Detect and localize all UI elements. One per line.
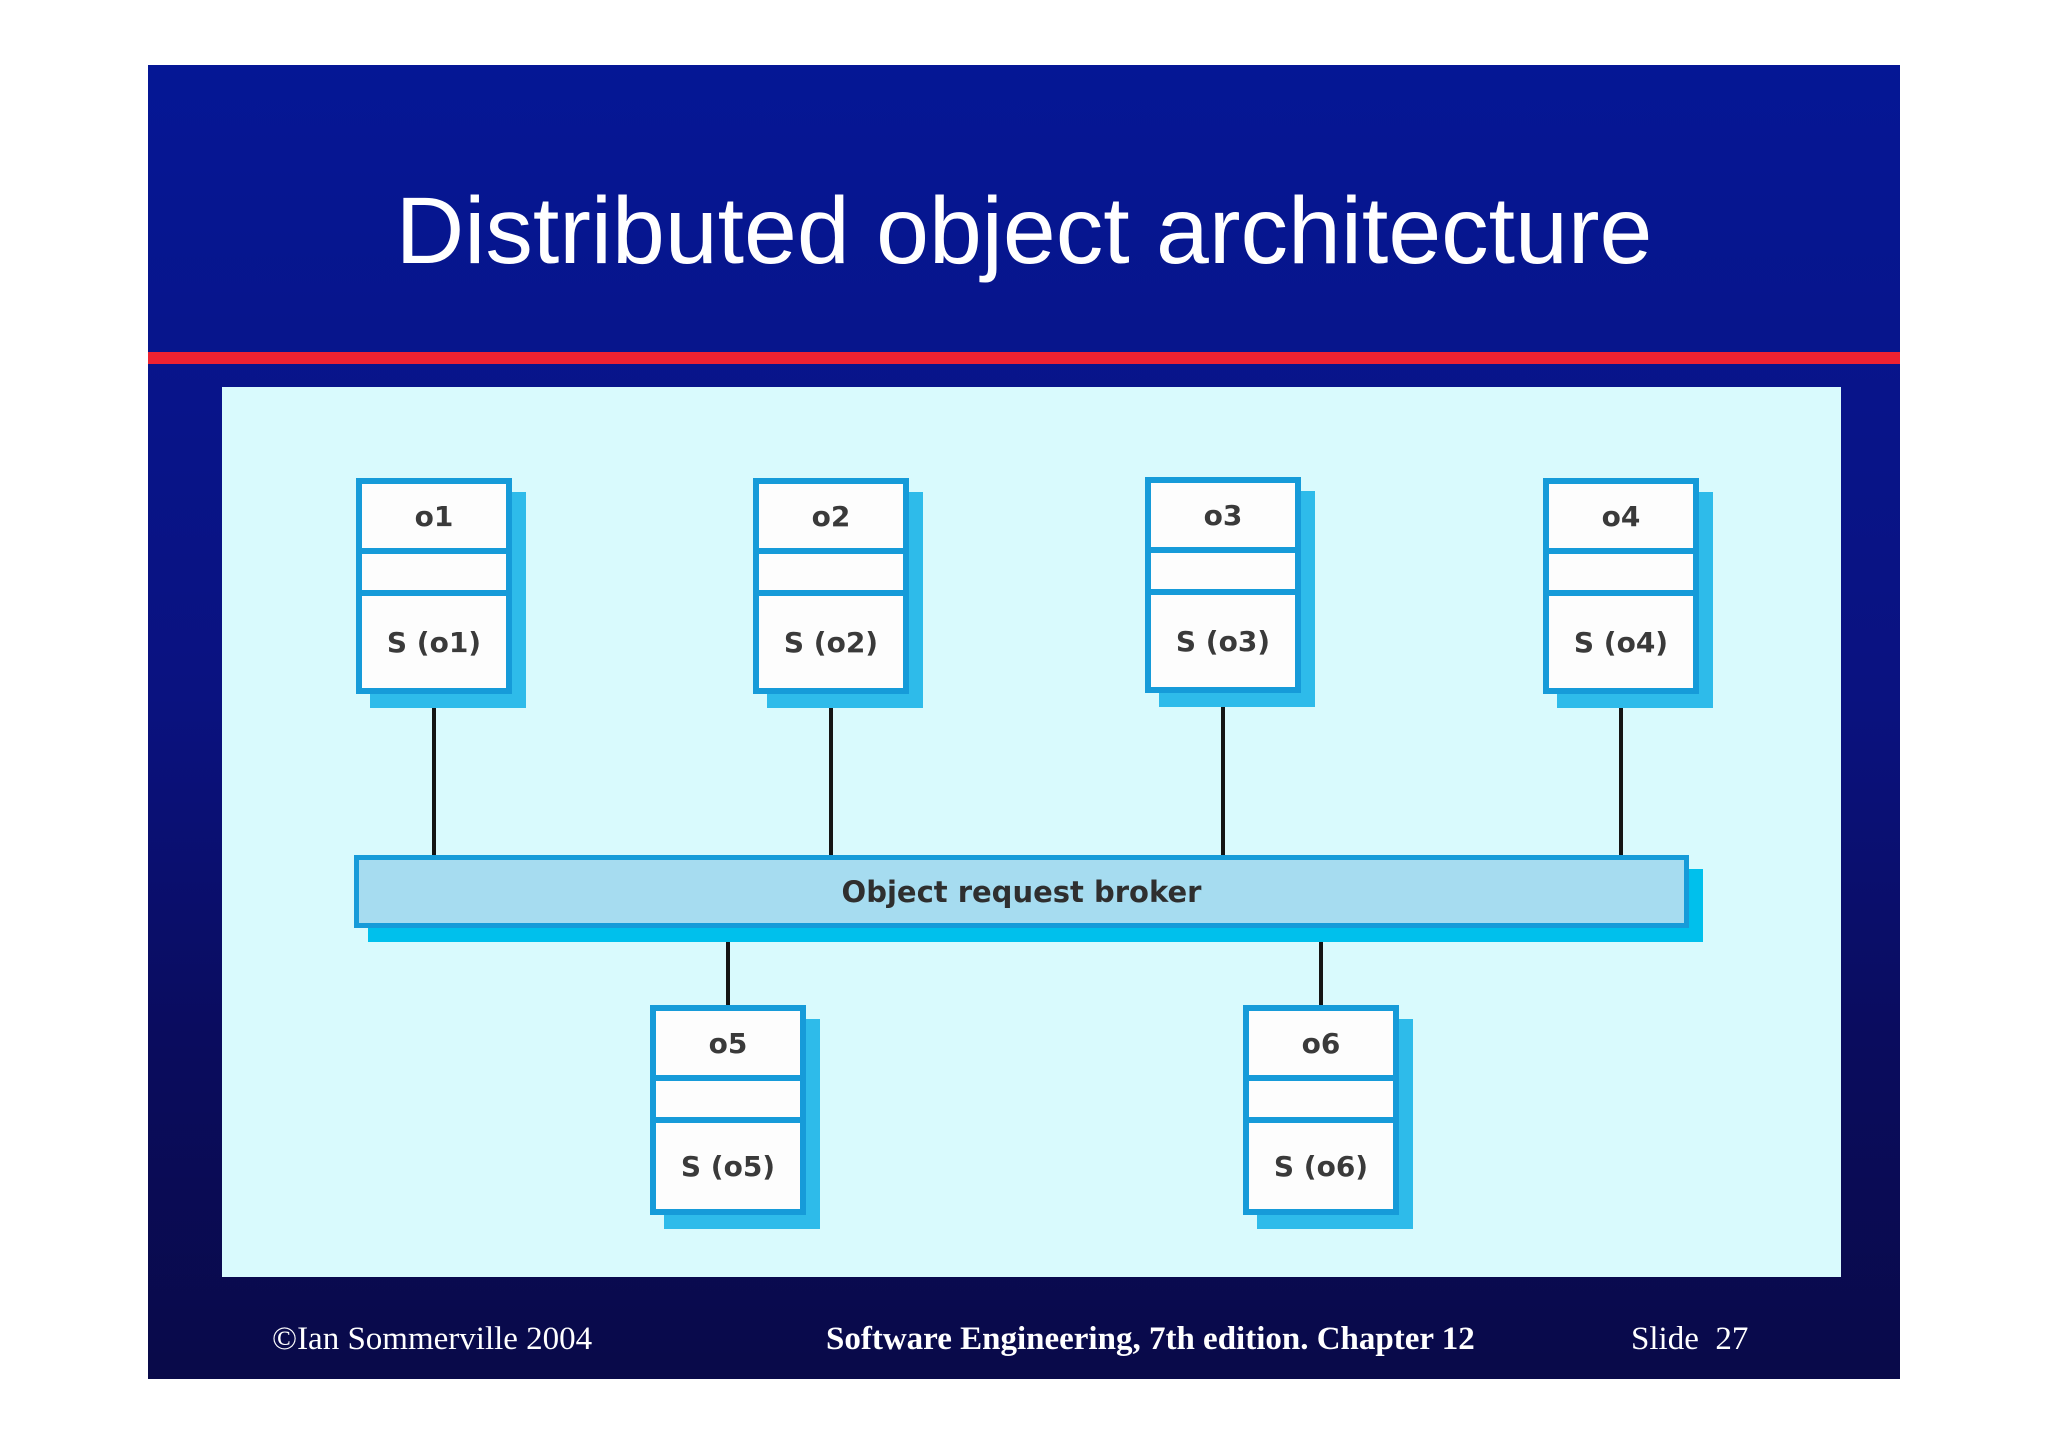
object-name: o1 xyxy=(362,484,506,548)
architecture-diagram-panel: o1 S (o1) o2 S (o2) o3 S (o3) o4 S (o4) … xyxy=(222,387,1841,1277)
connector-o1-broker xyxy=(432,687,436,855)
object-name: o4 xyxy=(1549,484,1693,548)
object-service-interface: S (o1) xyxy=(362,590,506,688)
object-state-compartment xyxy=(759,548,903,590)
object-box-o3: o3 S (o3) xyxy=(1145,477,1301,693)
object-service-interface: S (o3) xyxy=(1151,589,1295,687)
object-name: o5 xyxy=(656,1011,800,1075)
object-state-compartment xyxy=(1549,548,1693,590)
object-box-o1: o1 S (o1) xyxy=(356,478,512,694)
object-state-compartment xyxy=(1249,1075,1393,1117)
object-name: o2 xyxy=(759,484,903,548)
connector-broker-o6 xyxy=(1319,932,1323,1007)
object-service-interface: S (o2) xyxy=(759,590,903,688)
object-service-interface: S (o4) xyxy=(1549,590,1693,688)
object-state-compartment xyxy=(362,548,506,590)
object-request-broker-bar: Object request broker xyxy=(354,855,1689,928)
slide-title: Distributed object architecture xyxy=(395,178,1653,284)
footer-slide-number: Slide 27 xyxy=(1631,1321,1749,1357)
connector-o2-broker xyxy=(829,687,833,855)
connector-broker-o5 xyxy=(726,932,730,1007)
slide: Distributed object architecture o1 S (o1… xyxy=(148,65,1900,1379)
broker-label: Object request broker xyxy=(841,874,1202,909)
object-box-o5: o5 S (o5) xyxy=(650,1005,806,1215)
title-accent-line xyxy=(148,352,1900,364)
object-service-interface: S (o6) xyxy=(1249,1117,1393,1209)
footer-copyright: ©Ian Sommerville 2004 xyxy=(272,1321,593,1357)
footer-book-info: Software Engineering, 7th edition. Chapt… xyxy=(826,1321,1475,1357)
object-name: o6 xyxy=(1249,1011,1393,1075)
object-name: o3 xyxy=(1151,483,1295,547)
object-service-interface: S (o5) xyxy=(656,1117,800,1209)
object-state-compartment xyxy=(656,1075,800,1117)
object-box-o4: o4 S (o4) xyxy=(1543,478,1699,694)
connector-o3-broker xyxy=(1221,687,1225,855)
connector-o4-broker xyxy=(1619,687,1623,855)
object-state-compartment xyxy=(1151,547,1295,589)
object-box-o6: o6 S (o6) xyxy=(1243,1005,1399,1215)
object-box-o2: o2 S (o2) xyxy=(753,478,909,694)
